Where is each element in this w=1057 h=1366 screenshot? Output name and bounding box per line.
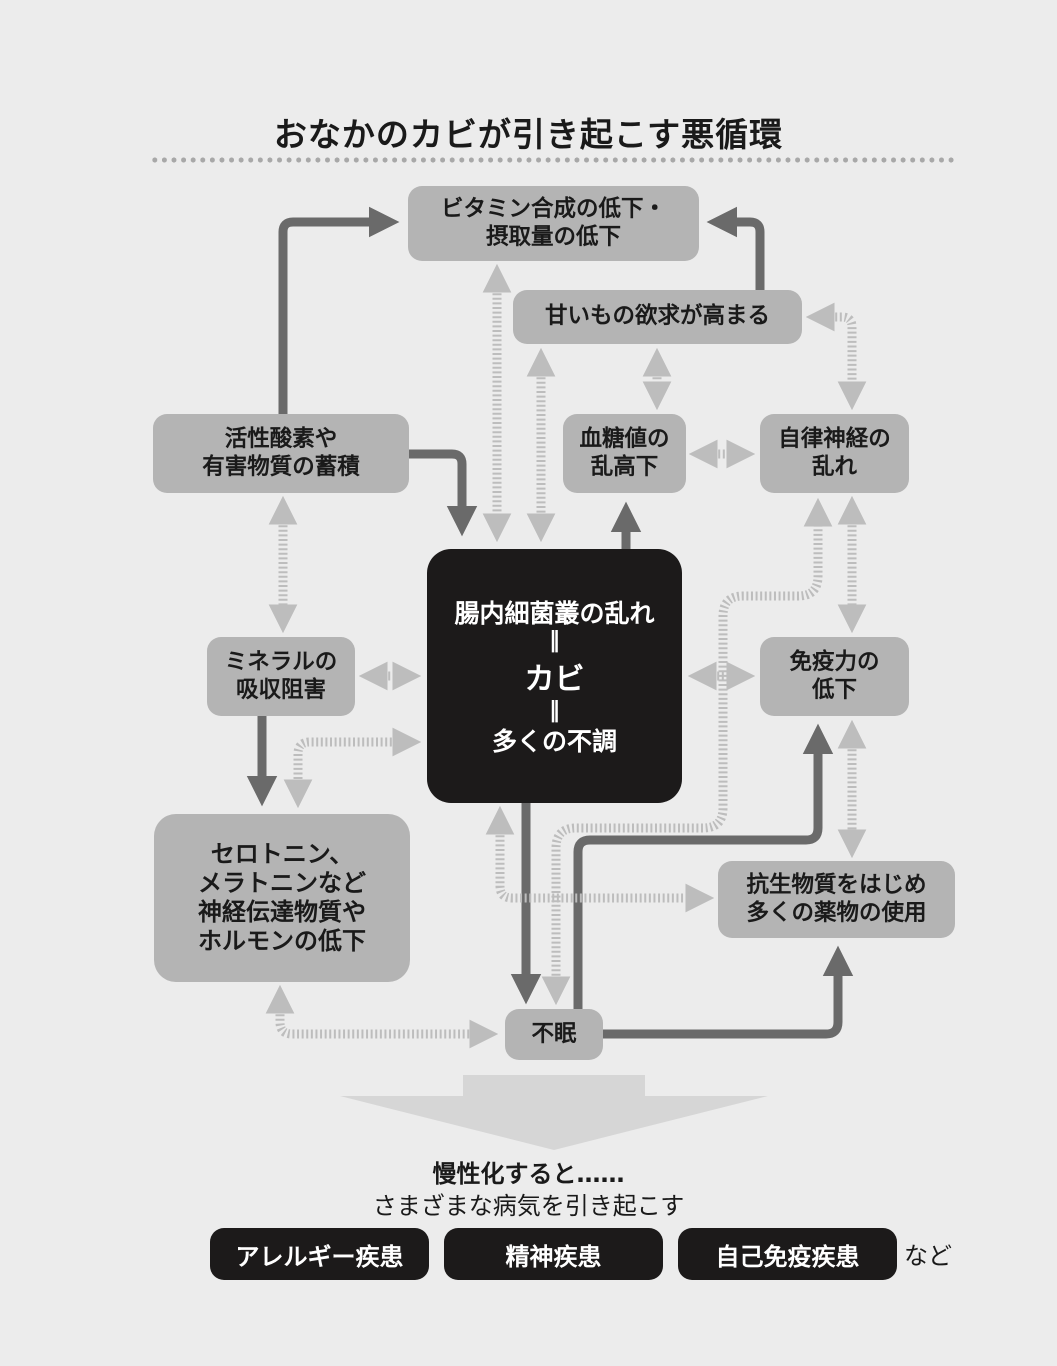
arrow-insomnia-to-antibiotics [603,945,854,1039]
center-many-ailments: 多くの不調 [491,727,617,756]
disease-mental: 精神疾患 [444,1228,663,1280]
dashed-center-serotonin [283,727,422,809]
node-insomnia: 不眠 [505,1009,603,1060]
node-mineral: ミネラルの 吸収阻害 [207,637,355,716]
node-serotonin: セロトニン、 メラトニンなど 神経伝達物質や ホルモンの低下 [154,814,410,982]
dashed-serotonin-insomnia [265,984,499,1049]
node-immunity: 免疫力の 低下 [760,637,909,716]
arrow-active-to-vitamin [278,206,400,414]
node-autonomic: 自律神経の 乱れ [760,414,909,493]
node-sweet-craving: 甘いもの欲求が高まる [513,290,802,344]
node-vitamin: ビタミン合成の低下・ 摂取量の低下 [408,186,699,261]
center-mold: カビ [524,662,585,697]
dashed-center-antibiotics [485,805,715,913]
center-node: 腸内細菌叢の乱れ ‖ カビ ‖ 多くの不調 [427,549,682,803]
big-down-arrow [340,1075,768,1150]
node-antibiotics: 抗生物質をはじめ 多くの薬物の使用 [718,861,955,938]
conclusion-bold: 慢性化すると…… [432,1160,625,1188]
page-title: おなかのカビが引き起こす悪循環 [273,115,784,154]
dashed-insomnia-autonomic [541,497,833,1006]
dashed-sweet-autonomic [805,302,867,411]
center-equals-1: ‖ [549,628,560,653]
dotted-divider [150,156,958,164]
arrow-active-to-center [408,449,478,537]
conclusion-sub: さまざまな病気を引き起こす [372,1192,685,1220]
disease-allergy: アレルギー疾患 [210,1228,429,1280]
arrow-sweet-to-vitamin [706,206,765,290]
node-active-oxygen: 活性酸素や 有害物質の蓄積 [153,414,409,493]
etc-label: など [904,1242,952,1270]
disease-autoimmune: 自己免疫疾患 [678,1228,897,1280]
center-gut-flora: 腸内細菌叢の乱れ [454,599,655,628]
node-blood-sugar: 血糖値の 乱高下 [563,414,686,493]
center-equals-2: ‖ [549,698,560,723]
